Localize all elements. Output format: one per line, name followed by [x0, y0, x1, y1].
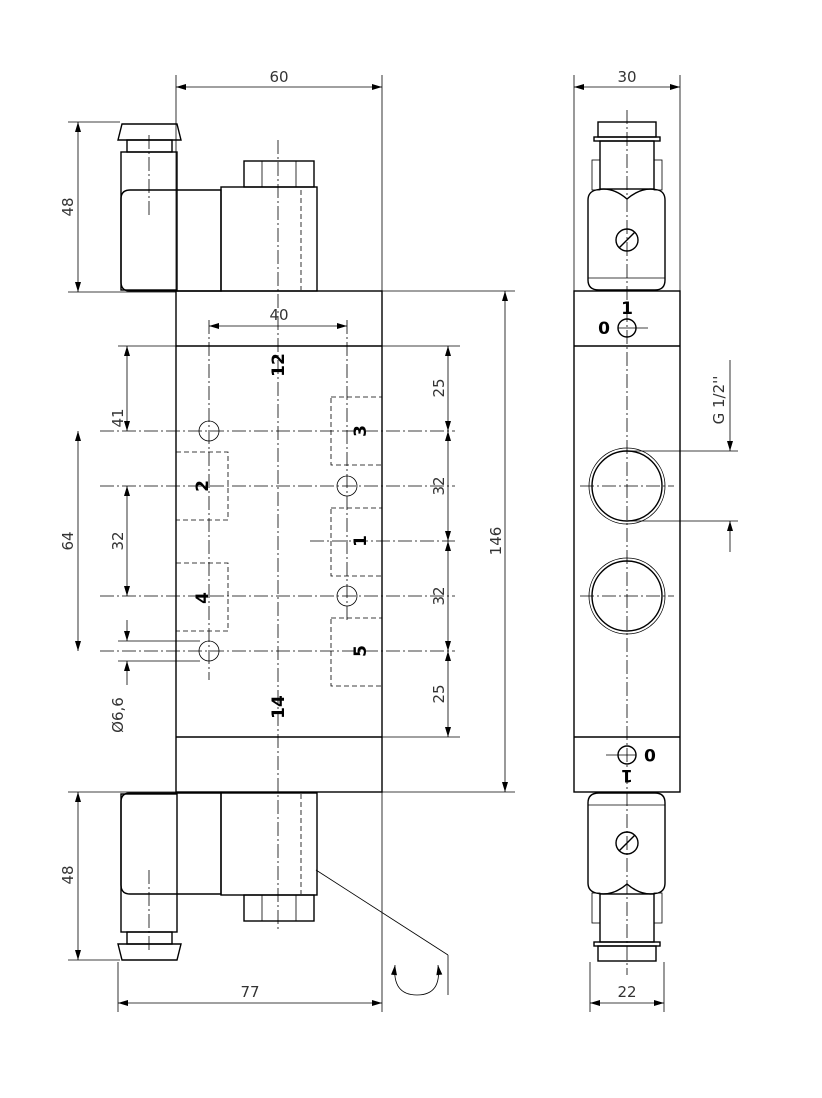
override-bottom-on-label: 1	[621, 765, 633, 785]
side-top-connector	[587, 121, 666, 291]
dim-64: 64	[59, 531, 77, 550]
dim-thread: G 1/2''	[710, 376, 728, 425]
dim-hole-diameter: Ø6,6	[109, 697, 127, 733]
screw-icon	[615, 228, 639, 252]
rotation-arrow-icon	[391, 964, 443, 996]
side-bottom-connector	[587, 792, 666, 962]
port-label-5: 5	[351, 645, 371, 657]
dim-port-spacing: 40	[269, 306, 288, 324]
override-top-on-label: 1	[621, 299, 633, 319]
side-view: 1 0 1 0 30 22 G 1/2''	[573, 68, 738, 1012]
mounting-holes	[198, 420, 358, 662]
port-label-12: 12	[269, 353, 289, 377]
override-bottom-off-label: 0	[644, 744, 656, 764]
port-label-3: 3	[351, 425, 371, 437]
screw-icon	[615, 831, 639, 855]
bottom-solenoid	[117, 792, 318, 961]
dim-32-left: 32	[109, 531, 127, 550]
top-solenoid	[117, 123, 318, 292]
front-view: 12 14 2 4 3 1 5 60 40	[59, 68, 515, 1012]
dim-25-bottom: 25	[430, 684, 448, 703]
port-4	[175, 562, 229, 632]
dim-41: 41	[109, 408, 127, 427]
dim-32-upper: 32	[430, 476, 448, 495]
dim-width: 60	[269, 68, 288, 86]
port-2	[175, 451, 229, 521]
override-top-off-label: 0	[598, 319, 610, 339]
dim-base-width: 22	[617, 983, 636, 1001]
port-5	[330, 617, 383, 687]
port-label-2: 2	[193, 480, 213, 492]
dimensions-front: 60 40 48 48 77 41 32 64 Ø6,6 25 32 32 25…	[59, 68, 515, 1012]
dim-bottom-solenoid: 48	[59, 865, 77, 884]
dim-top-solenoid: 48	[59, 197, 77, 216]
port-label-4: 4	[193, 592, 213, 604]
port-label-14: 14	[269, 695, 289, 719]
dim-32-lower: 32	[430, 586, 448, 605]
dim-side-width: 30	[617, 68, 636, 86]
port-1	[330, 507, 383, 577]
dim-overall-length: 77	[240, 983, 259, 1001]
dim-body-length: 146	[487, 527, 505, 556]
port-label-1: 1	[351, 535, 371, 547]
dim-25-top: 25	[430, 378, 448, 397]
port-3	[330, 396, 383, 466]
